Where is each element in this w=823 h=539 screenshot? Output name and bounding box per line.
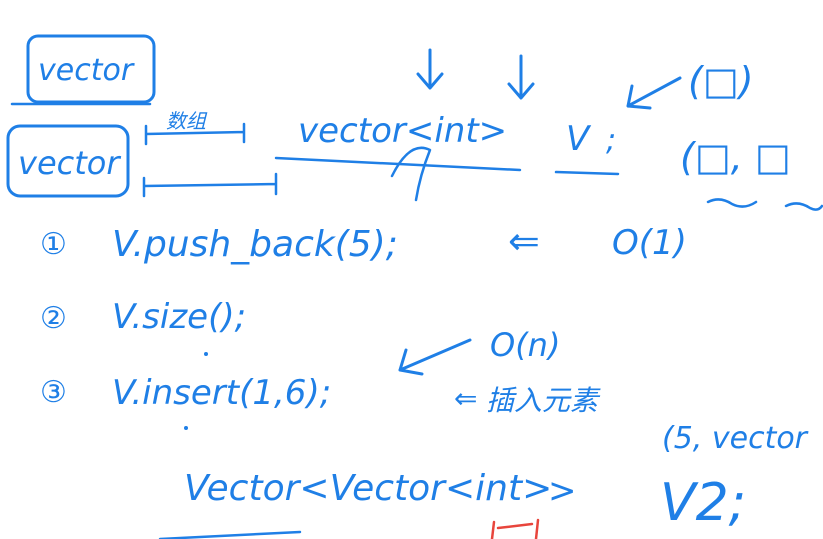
- arrow-down-1: [416, 48, 444, 90]
- variable-v: V: [566, 119, 592, 159]
- line-3-number: ③: [40, 375, 67, 410]
- variable-v2: V2;: [660, 473, 746, 533]
- bottom-stroke: [158, 530, 302, 539]
- semicolon-1: ;: [606, 123, 616, 158]
- ctor-args: (5, vector: [662, 421, 809, 456]
- caret-up: [390, 146, 432, 202]
- arrow-down-2: [507, 54, 535, 100]
- code-line-1: ① V.push_back(5); ⇐ O(1): [40, 219, 687, 265]
- tilde-marks: [706, 198, 823, 211]
- vector-int-decl: vector<int>: [298, 111, 507, 151]
- line-2-number: ②: [40, 301, 67, 336]
- nested-vector-decl: Vector<Vector<int>: [184, 468, 552, 509]
- code-line-3: ③ V.insert(1,6); ⇐ 插入元素: [40, 373, 601, 417]
- variable-v-underline: [554, 170, 620, 176]
- vector-box-bottom: [6, 124, 130, 198]
- bracket-top: [10, 102, 246, 146]
- dot-mark-1: [204, 352, 208, 356]
- line-1-code: V.push_back(5);: [112, 224, 398, 265]
- arrow-diagonal: [626, 76, 682, 110]
- line-2-code: V.size();: [112, 297, 246, 337]
- big-o-n: O(n): [490, 326, 560, 364]
- line-3-note: 插入元素: [486, 384, 601, 417]
- line-3-arrow: ⇐: [454, 382, 477, 415]
- line-1-note: O(1): [612, 223, 687, 263]
- paren-box: (□): [688, 59, 754, 103]
- vector-box-top: [26, 34, 156, 104]
- close-angle: >: [548, 471, 577, 511]
- vector-box-top-label: vector: [38, 53, 135, 88]
- paren-pair: (□, □: [680, 135, 791, 179]
- arrow-to-insert: [398, 338, 472, 376]
- line-3-code: V.insert(1,6);: [112, 373, 331, 413]
- red-mark: [490, 518, 540, 539]
- bracket-bottom: [142, 172, 278, 198]
- vector-box-bottom-label: vector: [18, 144, 121, 182]
- code-line-2: ② V.size();: [40, 297, 246, 337]
- array-label: 数组: [166, 109, 208, 133]
- line-1-arrow: ⇐: [508, 219, 540, 263]
- dot-mark-2: [184, 426, 188, 430]
- line-1-number: ①: [40, 227, 67, 262]
